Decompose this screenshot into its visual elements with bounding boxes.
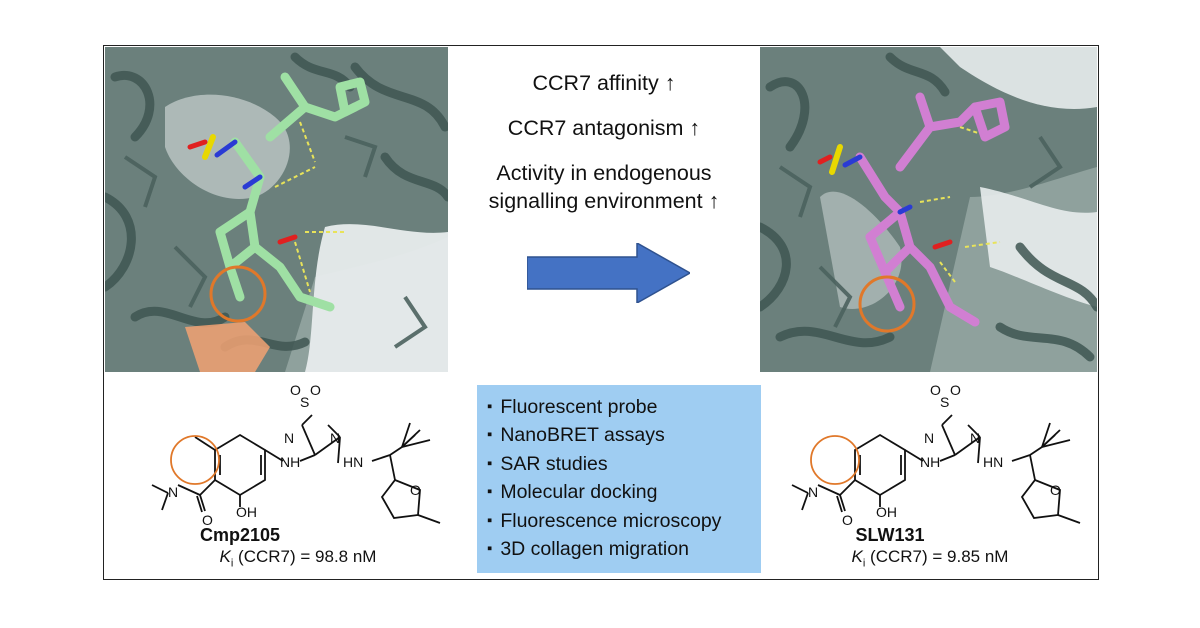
right-arrow-icon — [527, 243, 690, 303]
claim-activity-line2: signalling environment ↑ — [488, 189, 720, 213]
atom-label-N: N — [924, 430, 934, 446]
atom-label-HN: HN — [983, 454, 1003, 470]
claim-antagonism: CCR7 antagonism ↑ — [507, 116, 701, 140]
compound-name-right: SLW131 — [855, 525, 925, 545]
atom-label-N: N — [330, 430, 340, 446]
docking-image-cmp2105 — [105, 47, 448, 372]
method-item: SAR studies — [487, 451, 761, 479]
atom-label-NH: NH — [920, 454, 940, 470]
ki-value-right: Ki (CCR7) = 9.85 nM — [851, 547, 1009, 570]
atom-label-N: N — [284, 430, 294, 446]
figure-frame — [103, 45, 1099, 580]
atom-label-OH: OH — [876, 504, 897, 520]
atom-label-O: O — [1050, 482, 1061, 498]
atom-label-S: S — [940, 394, 949, 410]
methods-list: Fluorescent probe NanoBRET assays SAR st… — [477, 385, 761, 573]
atom-label-O: O — [410, 482, 421, 498]
method-item: Fluorescence microscopy — [487, 508, 761, 536]
claim-activity-line1: Activity in endogenous — [496, 161, 712, 185]
atom-label-O: O — [290, 385, 301, 398]
structure-slw131: S O O N N NH HN OH N O O — [791, 385, 1081, 528]
atom-label-O: O — [202, 512, 213, 528]
atom-label-O: O — [310, 385, 321, 398]
ki-value-left: Ki (CCR7) = 98.8 nM — [219, 547, 377, 570]
structure-cmp2105: S O O N N NH HN OH N O O — [151, 385, 441, 528]
docking-image-slw131 — [760, 47, 1097, 372]
atom-label-S: S — [300, 394, 309, 410]
method-item: Molecular docking — [487, 479, 761, 507]
atom-label-N: N — [808, 484, 818, 500]
atom-label-N: N — [168, 484, 178, 500]
method-item: NanoBRET assays — [487, 422, 761, 450]
atom-label-HN: HN — [343, 454, 363, 470]
compound-name-left: Cmp2105 — [199, 525, 281, 545]
atom-label-O: O — [842, 512, 853, 528]
atom-label-OH: OH — [236, 504, 257, 520]
atom-label-N: N — [970, 430, 980, 446]
atom-label-O: O — [930, 385, 941, 398]
atom-label-NH: NH — [280, 454, 300, 470]
method-item: 3D collagen migration — [487, 536, 761, 564]
claim-affinity: CCR7 affinity ↑ — [532, 71, 676, 95]
atom-label-O: O — [950, 385, 961, 398]
method-item: Fluorescent probe — [487, 394, 761, 422]
